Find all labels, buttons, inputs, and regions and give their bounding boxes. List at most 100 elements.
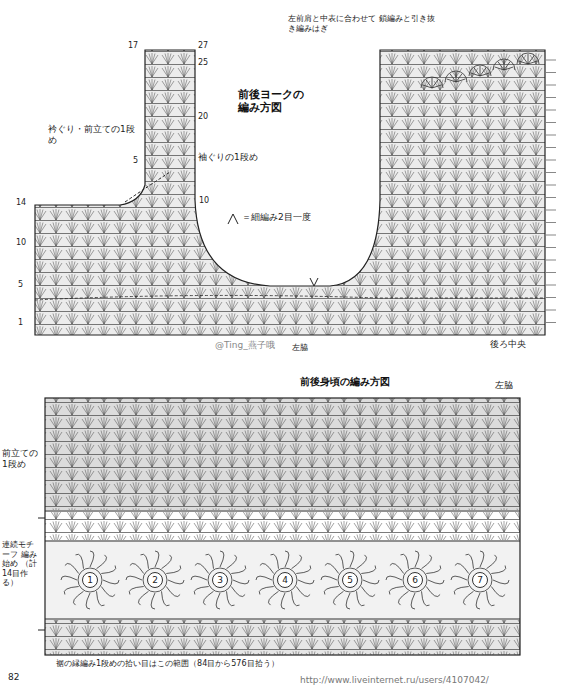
motif-petal xyxy=(101,566,116,574)
row-tick xyxy=(546,322,556,323)
motif-petal xyxy=(233,580,249,584)
row-tick xyxy=(546,310,556,311)
page-number: 82 xyxy=(8,672,19,683)
motif-petal xyxy=(298,580,314,584)
motif-petal xyxy=(422,555,432,569)
motif-petal xyxy=(487,591,495,606)
shell-stitch xyxy=(456,79,466,82)
motif-petal xyxy=(463,591,473,605)
motif-petal xyxy=(321,576,337,580)
motif-petal xyxy=(268,591,278,605)
motif-petal xyxy=(292,591,300,606)
watermark: @Ting_燕子哦 xyxy=(215,340,275,351)
motif-petal xyxy=(389,587,404,595)
callout: 前立ての1段め xyxy=(2,448,42,470)
motif-ring xyxy=(273,568,297,592)
chart-title: 前後ヨークの 編み方図 xyxy=(238,88,316,114)
motif-petal xyxy=(206,554,214,569)
shell-stitch xyxy=(426,80,432,88)
row-tick xyxy=(546,235,556,236)
row-tick xyxy=(546,60,556,61)
row-tick xyxy=(546,260,556,261)
row-tick xyxy=(546,185,556,186)
motif-petal xyxy=(480,551,484,567)
row-tick xyxy=(546,72,556,73)
motif-number-text: 4 xyxy=(282,575,288,585)
motif-petal xyxy=(466,554,474,569)
motif-petal xyxy=(168,580,184,584)
motif-petal xyxy=(65,563,79,573)
motif-petal xyxy=(166,566,181,574)
motif-number: 4 xyxy=(277,572,293,588)
motif-number-text: 5 xyxy=(347,575,353,585)
motif-petal xyxy=(422,591,430,606)
motif-petal xyxy=(64,587,79,595)
row-tick xyxy=(546,297,556,298)
motif-ring xyxy=(468,568,492,592)
motif-petal xyxy=(296,587,310,597)
motif-petal xyxy=(231,587,245,597)
shell-edge xyxy=(421,77,443,88)
row-number: 27 xyxy=(198,41,208,51)
motif-petal xyxy=(126,576,142,580)
motif-petal xyxy=(401,554,409,569)
row-number: 10 xyxy=(199,196,209,206)
motif-petal xyxy=(361,566,376,574)
motif-petal xyxy=(357,591,365,606)
row-number: 14 xyxy=(16,198,26,208)
motif-petal xyxy=(97,591,105,606)
motif-petal xyxy=(325,563,339,573)
motif-ring xyxy=(208,568,232,592)
row-number: 25 xyxy=(198,58,208,68)
motif-petal xyxy=(292,555,302,569)
motif-number: 5 xyxy=(342,572,358,588)
motif-ring xyxy=(403,568,427,592)
motif-petal xyxy=(231,566,246,574)
motif-number-text: 3 xyxy=(217,575,223,585)
row-tick xyxy=(546,85,556,86)
shell-stitch xyxy=(432,78,433,88)
motif-ring xyxy=(143,568,167,592)
shell-stitch xyxy=(450,74,456,82)
motif-petal xyxy=(138,591,148,605)
motif-petal xyxy=(162,555,172,569)
shell-edge xyxy=(469,65,491,76)
motif-petal xyxy=(227,591,235,606)
motif-ring xyxy=(338,568,362,592)
note: 左前肩と中表に合わせて 鎖編みと引き抜き編みはぎ xyxy=(288,14,438,33)
motif-petal xyxy=(101,587,115,597)
motif-petal xyxy=(415,551,419,567)
row-tick xyxy=(546,285,556,286)
callout: 衿ぐり・前立ての1段め xyxy=(48,124,136,146)
motif-petal xyxy=(61,576,77,580)
motif-petal xyxy=(350,551,354,567)
motif-petal xyxy=(90,551,94,567)
shell-stitch xyxy=(480,66,481,76)
shell-stitch xyxy=(528,61,538,64)
motif-ring xyxy=(78,568,102,592)
shell-stitch xyxy=(522,56,528,64)
callout: 左脇 xyxy=(292,343,308,353)
motif-petal xyxy=(191,576,207,580)
motif-petal xyxy=(281,593,285,609)
motif-petal xyxy=(336,554,344,569)
shell-stitch xyxy=(528,54,529,64)
callout: 袖ぐりの1段め xyxy=(198,152,258,163)
shell-stitch xyxy=(498,62,504,70)
row-tick xyxy=(546,172,556,173)
motif-petal xyxy=(411,593,415,609)
shell-stitch xyxy=(474,68,480,76)
shell-edge xyxy=(445,71,467,82)
row-number: 5 xyxy=(133,156,138,166)
motif-petal xyxy=(151,593,155,609)
motif-petal xyxy=(363,580,379,584)
row-tick xyxy=(546,160,556,161)
motif-petal xyxy=(129,587,144,595)
motif-petal xyxy=(260,563,274,573)
motif-petal xyxy=(361,587,375,597)
motif-petal xyxy=(455,563,469,573)
row-number: 1 xyxy=(18,318,23,328)
motif-petal xyxy=(141,554,149,569)
row-tick xyxy=(546,247,556,248)
